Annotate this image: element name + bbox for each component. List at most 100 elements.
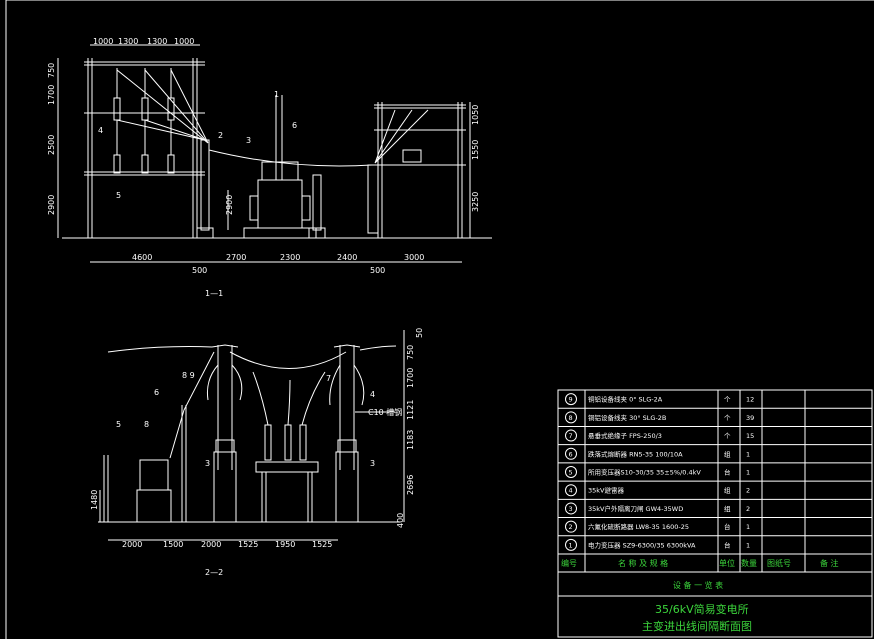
right-dim-2: 1550 bbox=[471, 140, 480, 160]
equipment-table bbox=[557, 389, 873, 638]
r-dim-3: 1700 bbox=[406, 368, 415, 388]
row-unit: 台 bbox=[724, 522, 731, 531]
row-name: 铜铝设备线夹 0° SLG-2A bbox=[588, 395, 663, 404]
title-line-1: 35/6kV简易变电所 bbox=[655, 602, 749, 616]
left-dim-3: 2500 bbox=[47, 135, 56, 155]
title-line-2: 主变进出线间隔断面图 bbox=[642, 619, 752, 633]
mid-dim: 2900 bbox=[225, 195, 234, 215]
b-callout-4: 4 bbox=[370, 390, 375, 399]
beam-label: C10 槽钢 bbox=[368, 407, 402, 417]
top-dim-3: 1300 bbox=[147, 37, 167, 46]
row-number-circle bbox=[565, 447, 577, 460]
b-dim-2: 1500 bbox=[163, 540, 183, 549]
row-unit: 个 bbox=[724, 414, 731, 422]
row-qty: 1 bbox=[746, 450, 750, 458]
row-unit: 台 bbox=[724, 468, 731, 477]
top-dim-2: 1300 bbox=[118, 37, 138, 46]
row-unit: 组 bbox=[724, 449, 731, 458]
bottom-dim-5: 2400 bbox=[337, 253, 357, 262]
bottom-dim-4: 2300 bbox=[280, 253, 300, 262]
header-name: 名 称 及 规 格 bbox=[618, 558, 668, 568]
row-number: 5 bbox=[569, 469, 573, 477]
header-no: 编号 bbox=[561, 558, 577, 568]
row-number: 8 bbox=[569, 414, 573, 422]
row-number-circle bbox=[565, 502, 577, 515]
row-unit: 台 bbox=[724, 540, 731, 549]
callout-3: 3 bbox=[246, 136, 251, 145]
b-callout-6: 6 bbox=[154, 388, 159, 397]
row-number: 6 bbox=[569, 450, 573, 458]
bottom-dim-7: 3000 bbox=[404, 253, 424, 262]
r-dim-4: 1121 bbox=[406, 400, 415, 420]
row-number: 2 bbox=[569, 523, 573, 531]
r-dim-1: 50 bbox=[415, 328, 424, 338]
left-dim-4: 2900 bbox=[47, 195, 56, 215]
table-caption: 设 备 一 览 表 bbox=[673, 580, 723, 590]
callout-2: 2 bbox=[218, 131, 223, 140]
b-callout-89: 8 9 bbox=[182, 371, 195, 380]
b-callout-7: 7 bbox=[326, 374, 331, 383]
top-dim-4: 1000 bbox=[174, 37, 194, 46]
drawing-frame bbox=[5, 0, 874, 639]
r-dim-6: 2696 bbox=[406, 475, 415, 495]
header-unit: 单位 bbox=[719, 558, 735, 568]
header-remark: 备 注 bbox=[820, 558, 839, 568]
row-name: 35kV避雷器 bbox=[588, 486, 624, 495]
row-number: 7 bbox=[569, 432, 573, 440]
b-callout-8: 8 bbox=[144, 420, 149, 429]
callout-4: 4 bbox=[98, 126, 103, 135]
row-number: 3 bbox=[569, 505, 573, 513]
b-dim-6: 1525 bbox=[312, 540, 332, 549]
r-dim-7: 400 bbox=[396, 513, 405, 528]
header-qty: 数量 bbox=[741, 558, 757, 568]
right-dim-1: 1050 bbox=[471, 105, 480, 125]
row-qty: 1 bbox=[746, 541, 750, 549]
callout-5: 5 bbox=[116, 191, 121, 200]
row-number-circle bbox=[565, 466, 577, 478]
top-dim-1: 1000 bbox=[93, 37, 113, 46]
row-unit: 组 bbox=[724, 486, 731, 495]
row-number-circle bbox=[565, 411, 577, 424]
section-1-1-texts: 1—1 1000 1300 1300 1000 750 1700 2500 29… bbox=[47, 37, 480, 298]
r-dim-2: 750 bbox=[406, 345, 415, 360]
row-unit: 组 bbox=[724, 504, 731, 513]
row-number: 4 bbox=[569, 487, 573, 495]
r-dim-5: 1183 bbox=[406, 430, 415, 450]
section-2-2-texts: 2—2 50 750 1700 1121 1183 2696 400 2000 … bbox=[90, 328, 424, 577]
row-number-circle bbox=[565, 538, 577, 551]
b-dim-1: 2000 bbox=[122, 540, 142, 549]
callout-1: 1 bbox=[274, 90, 279, 99]
table-rows: 9 铜铝设备线夹 0° SLG-2A 个 1 2 8 铜铝设备线夹 30° SLG-2B 个 3… bbox=[565, 393, 754, 551]
section-label-2: 2—2 bbox=[205, 568, 223, 577]
row-qty: 1 bbox=[746, 469, 750, 477]
section-2-2 bbox=[98, 330, 405, 541]
b-dim-3: 2000 bbox=[201, 540, 221, 549]
row-qty: 2 bbox=[746, 487, 750, 495]
row-number: 9 bbox=[569, 396, 573, 404]
row-unit: 个 bbox=[724, 396, 731, 404]
b-callout-5: 5 bbox=[116, 420, 121, 429]
row-unit: 个 bbox=[724, 432, 731, 440]
b-callout-3a: 3 bbox=[205, 459, 210, 468]
row-number: 1 bbox=[569, 541, 573, 549]
left-dim-bottom: 1480 bbox=[90, 490, 99, 510]
table-header: 编号 名 称 及 规 格 单位 数量 图纸号 备 注 设 备 一 览 表 35/… bbox=[561, 558, 839, 633]
row-qty: 15 bbox=[746, 432, 754, 440]
left-dim-2: 1700 bbox=[47, 85, 56, 105]
b-callout-3b: 3 bbox=[370, 459, 375, 468]
row-name: 电力变压器 SZ9-6300/35 6300kVA bbox=[588, 540, 696, 549]
row-number-circle bbox=[565, 429, 577, 442]
row-qty: 1 bbox=[746, 523, 750, 531]
left-dim-1: 750 bbox=[47, 63, 56, 78]
right-dim-3: 3250 bbox=[471, 192, 480, 212]
bottom-dim-2: 500 bbox=[192, 266, 207, 275]
b-dim-5: 1950 bbox=[275, 540, 295, 549]
row-number-circle bbox=[565, 484, 577, 497]
row-name: 铜铝设备线夹 30° SLG-2B bbox=[588, 413, 666, 422]
callout-6: 6 bbox=[292, 121, 297, 130]
bottom-dim-3: 2700 bbox=[226, 253, 246, 262]
row-name: 跌落式熔断器 RN5-35 100/10A bbox=[588, 449, 683, 458]
section-label-1: 1—1 bbox=[205, 289, 223, 298]
bottom-dim-1: 4600 bbox=[132, 253, 152, 262]
